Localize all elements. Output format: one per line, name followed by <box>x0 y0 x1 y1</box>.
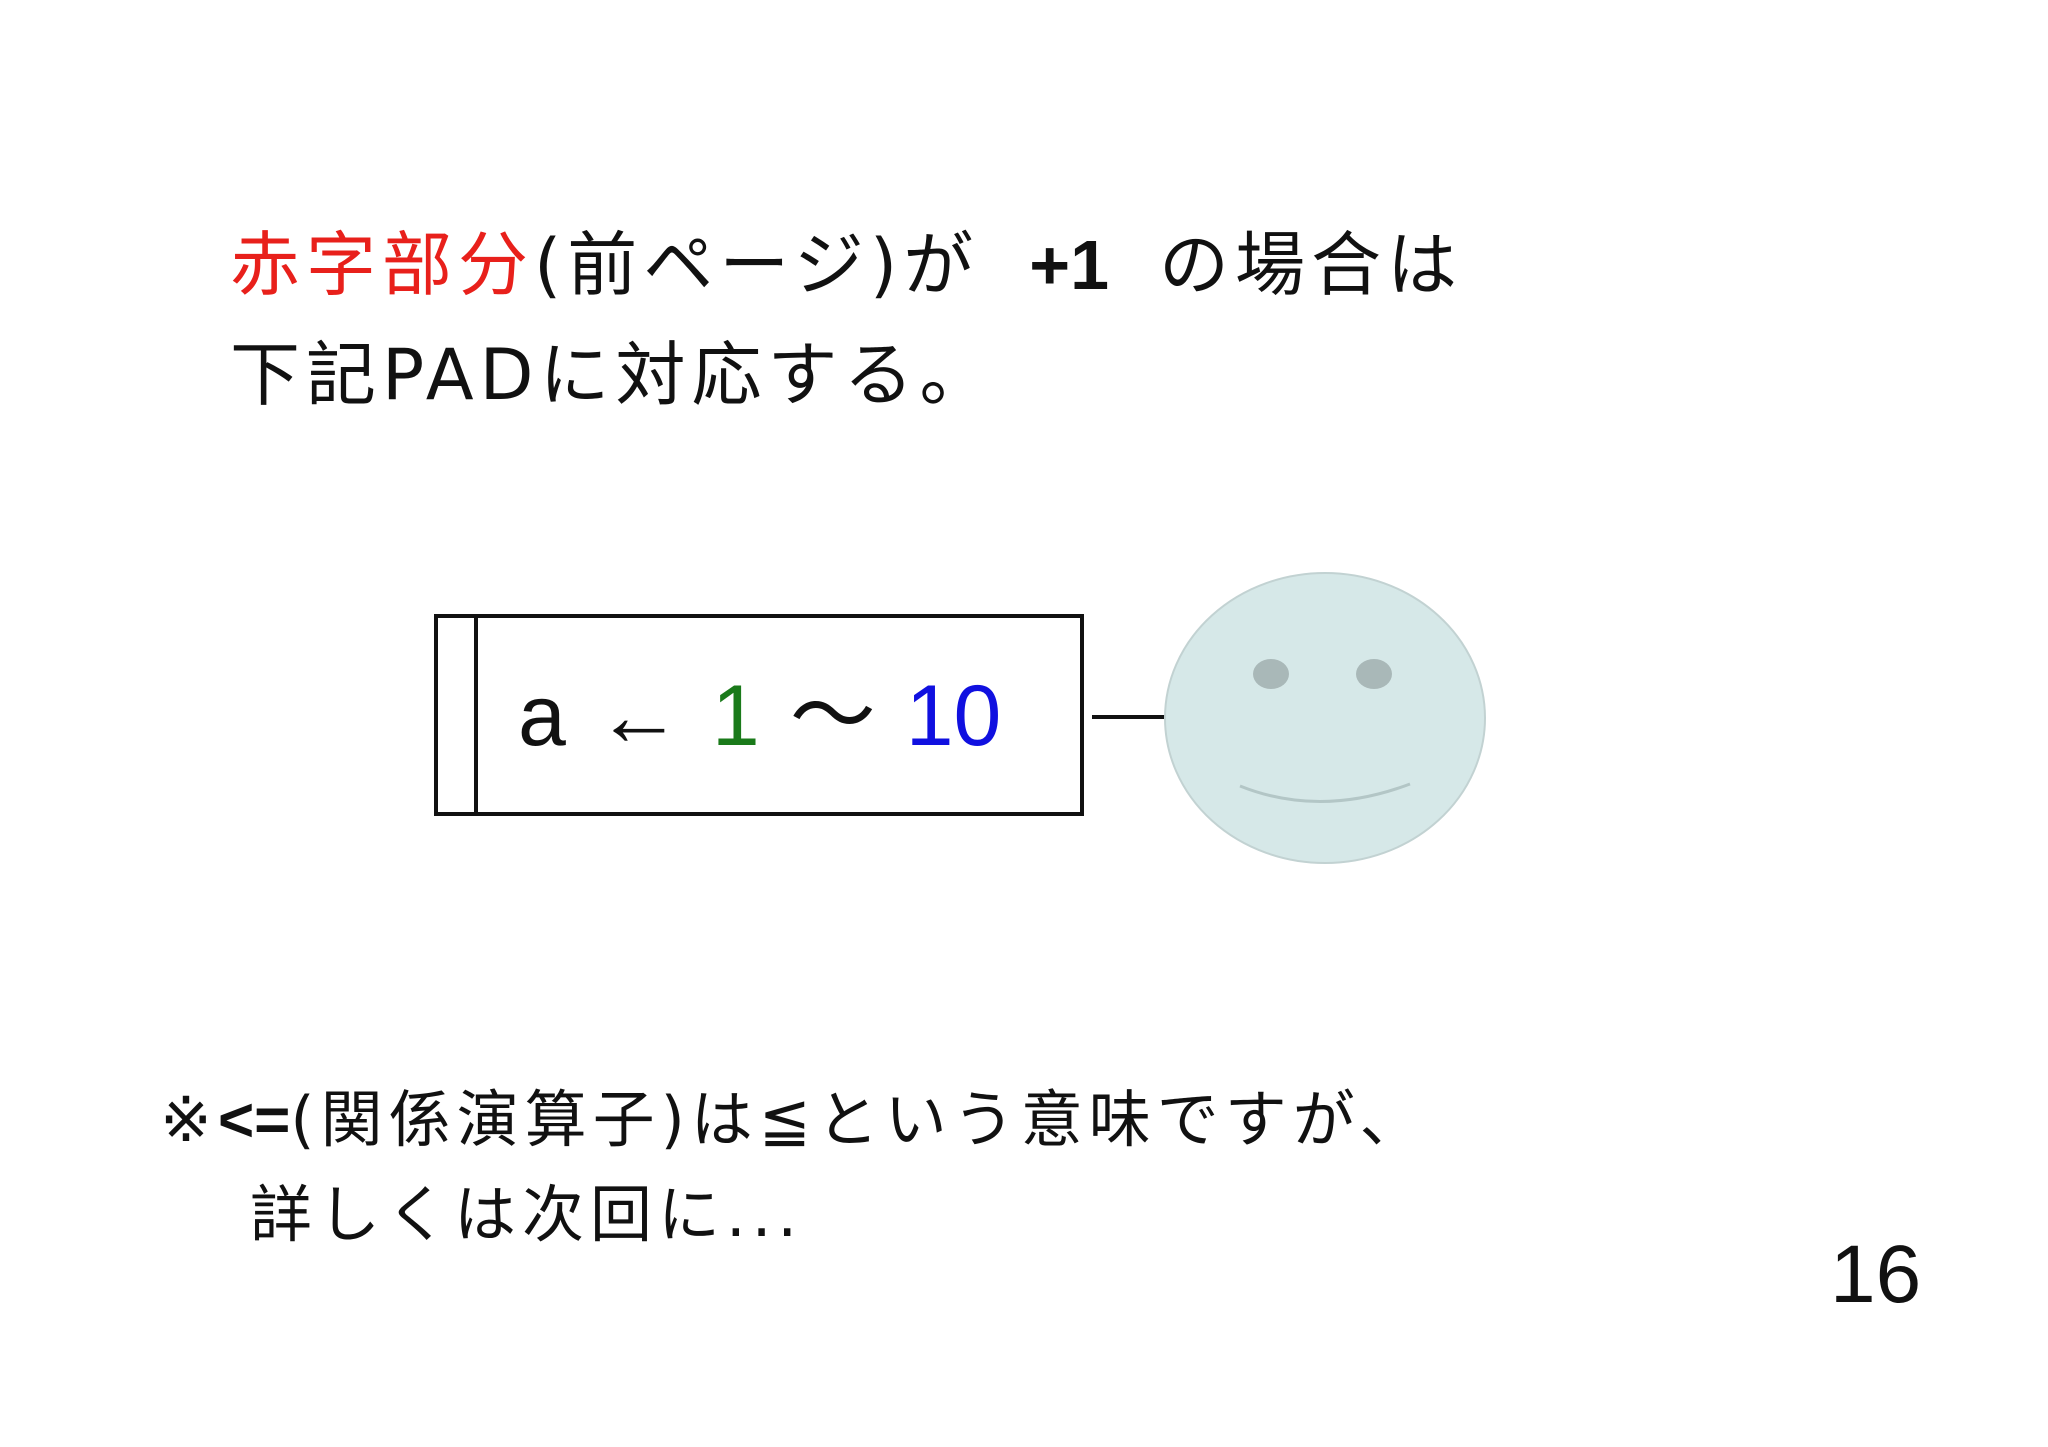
page-number: 16 <box>1830 1229 1922 1320</box>
note-text: (関係演算子)は≦という意味ですが、 <box>290 1083 1428 1156</box>
face-mouth <box>1239 782 1411 803</box>
heading-plus-value: +1 <box>1029 226 1110 304</box>
pad-connector-line <box>1092 715 1168 719</box>
pad-loop-box: a ← 1 〜 10 <box>434 614 1084 816</box>
heading-line-1: 赤字部分(前ページ)が +1 の場合は <box>230 220 1463 310</box>
face-circle <box>1164 572 1486 864</box>
note-operator: <= <box>217 1086 291 1155</box>
pad-end-value: 10 <box>905 668 1002 764</box>
pad-start-value: 1 <box>711 668 760 764</box>
heading-paren-text: (前ページ)が <box>534 224 980 306</box>
smiley-face-icon <box>1164 572 1486 864</box>
pad-loop-bar <box>474 618 478 812</box>
pad-tilde: 〜 <box>789 668 876 764</box>
note-mark: ※ <box>160 1083 218 1156</box>
face-left-eye <box>1253 659 1289 689</box>
note-line-2: 詳しくは次回に... <box>250 1178 804 1251</box>
face-right-eye <box>1356 659 1392 689</box>
heading-line-2: 下記PADに対応する。 <box>230 334 996 416</box>
heading-red-text: 赤字部分 <box>230 224 534 306</box>
pad-variable: a <box>518 668 566 764</box>
pad-expression: a ← 1 〜 10 <box>518 666 1031 766</box>
note-line-1: ※<=(関係演算子)は≦という意味ですが、 <box>160 1080 1427 1161</box>
heading-tail-text: の場合は <box>1159 224 1464 306</box>
pad-arrow: ← <box>595 668 682 764</box>
